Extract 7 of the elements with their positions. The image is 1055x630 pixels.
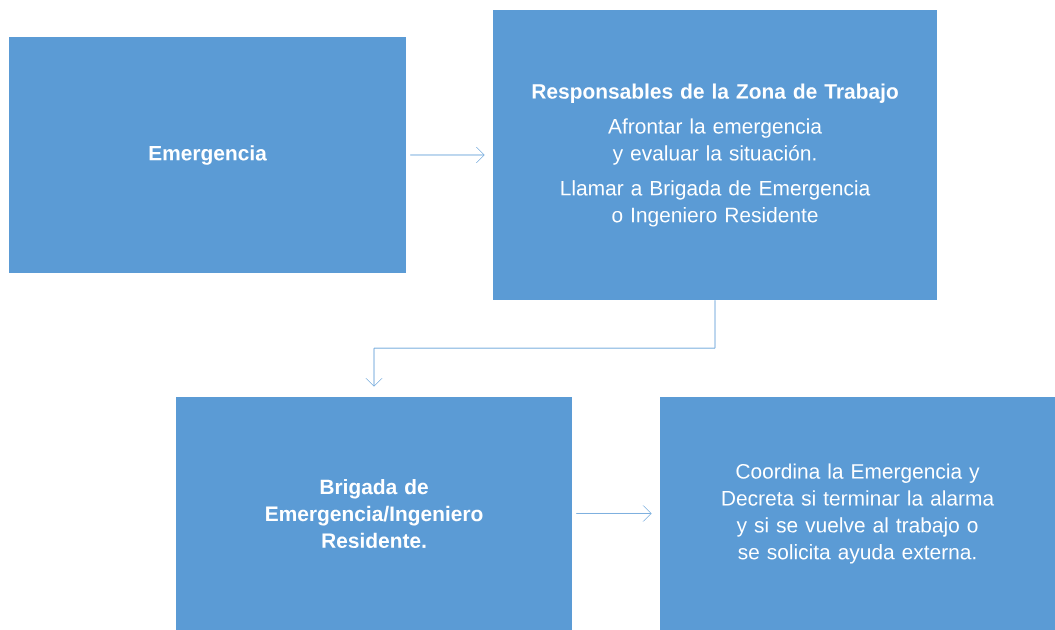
process-box: Responsables de la Zona de Trabajo Afrontar la emergencia y evaluar la situación. Llamar a Brigada de Emergencia o Ingeniero Residente [493,10,937,300]
arrow [409,146,485,164]
process-box: Emergencia [9,37,406,273]
process-box: Coordina la Emergencia y Decreta si terminar la alarma y si se vuelve al trabajo o se solicita ayuda externa. [660,397,1055,630]
process-box: Brigada de Emergencia/Ingeniero Residente. [176,397,572,630]
arrow [365,299,716,387]
arrow [575,505,652,522]
